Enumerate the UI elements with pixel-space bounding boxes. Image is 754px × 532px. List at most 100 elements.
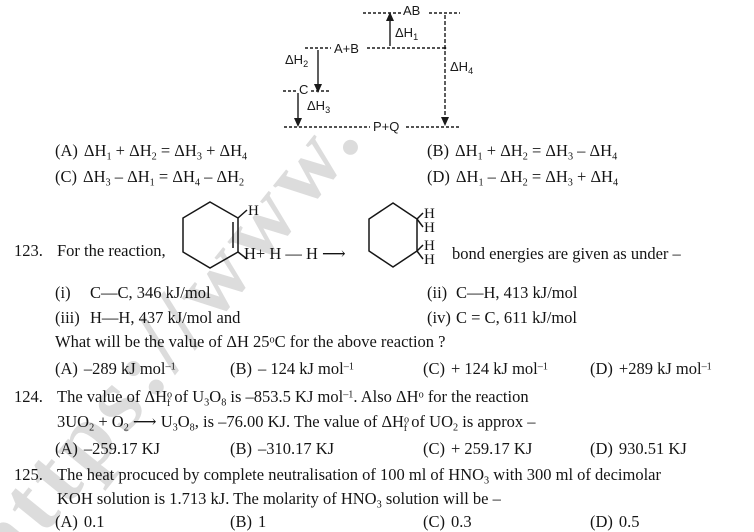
option-d-q123: (D) +289 kJ mol–1 — [590, 359, 712, 379]
option-text: 1 — [258, 512, 267, 531]
dh1-label: ΔH1 — [395, 25, 419, 43]
question-125-line1: The heat procuced by complete neutralisa… — [57, 465, 661, 487]
list-label: (iv) — [427, 308, 451, 327]
h-bond-bottom — [237, 251, 248, 260]
list-label: (i) — [55, 283, 71, 302]
option-label: (C) — [423, 512, 445, 531]
list-label: (iii) — [55, 308, 80, 327]
list-text: C = C, 611 kJ/mol — [456, 308, 578, 327]
option-text: –310.17 KJ — [258, 439, 335, 458]
option-c-q124: (C) + 259.17 KJ — [423, 439, 532, 459]
option-label: (D) — [590, 512, 613, 531]
ch2-h-label: H — [424, 220, 435, 236]
option-a-q125: (A)0.1 — [55, 512, 105, 532]
h-bond-top — [237, 209, 248, 219]
option-d-q125: (D) 0.5 — [590, 512, 640, 532]
level-label-p-plus-q: P+Q — [373, 119, 400, 134]
option-c-q123: (C) + 124 kJ mol–1 — [423, 359, 548, 379]
option-label: (C) — [423, 359, 445, 378]
option-label: (B) — [230, 359, 252, 378]
dh4-label: ΔH4 — [450, 59, 474, 77]
option-text: ΔH1 + ΔH2 = ΔH3 + ΔH4 — [83, 141, 248, 163]
bond-energy-item-ii: (ii) C—H, 413 kJ/mol — [427, 283, 577, 303]
option-text: ΔH3 – ΔH1 = ΔH4 – ΔH2 — [83, 167, 245, 189]
dh3-arrowhead — [294, 118, 302, 127]
option-label: (B) — [230, 439, 252, 458]
option-label: (D) — [590, 439, 613, 458]
option-b-q122: (B) ΔH1 + ΔH2 = ΔH3 – ΔH4 — [427, 141, 618, 163]
h-bond-3 — [416, 244, 424, 252]
option-label: (B) — [230, 512, 252, 531]
energy-diagram-lines — [283, 12, 461, 128]
dh2-label: ΔH2 — [285, 52, 309, 70]
dh3-label: ΔH3 — [307, 98, 331, 116]
junction-dot — [443, 46, 447, 50]
h-bond-1 — [416, 212, 424, 220]
option-text: ΔH1 + ΔH2 = ΔH3 – ΔH4 — [455, 141, 618, 163]
option-a-q123: (A) –289 kJ mol–1 — [55, 359, 176, 379]
ch2-h-label: H — [424, 238, 435, 254]
option-text: +289 kJ mol–1 — [618, 359, 712, 378]
question-123-intro: For the reaction, — [57, 241, 166, 260]
option-d-q122: (D) ΔH1 – ΔH2 = ΔH3 + ΔH4 — [427, 167, 619, 189]
option-label: (A) — [55, 512, 78, 531]
option-text: ΔH1 – ΔH2 = ΔH3 + ΔH4 — [455, 167, 619, 189]
option-text: –259.17 KJ — [83, 439, 160, 458]
reaction-reagent-text: H+ H — H ⟶ — [244, 244, 346, 263]
option-text: + 259.17 KJ — [451, 439, 533, 458]
question-123-prompt: What will be the value of ΔH 25oC for th… — [55, 332, 446, 351]
level-label-ab: AB — [403, 3, 421, 18]
question-123-tail: bond energies are given as under – — [452, 244, 681, 263]
option-text: –289 kJ mol–1 — [83, 359, 176, 378]
question-123-number: 123. — [14, 241, 43, 260]
option-label: (D) — [590, 359, 613, 378]
dh4-arrowhead — [441, 117, 449, 126]
option-b-q124: (B) –310.17 KJ — [230, 439, 334, 459]
option-text: 0.3 — [451, 512, 472, 531]
cyclohexane-ring — [368, 202, 418, 268]
option-text: 0.5 — [618, 512, 640, 531]
bond-energy-item-iii: (iii) H—H, 437 kJ/mol and — [55, 308, 240, 328]
option-c-q122: (C) ΔH3 – ΔH1 = ΔH4 – ΔH2 — [55, 167, 245, 189]
question-124-line2: 3UO2 + O2 ⟶ U3O8, is –76.00 KJ. The valu… — [57, 412, 536, 434]
option-a-q124: (A) –259.17 KJ — [55, 439, 160, 459]
ch2-h-label: H — [424, 252, 435, 268]
option-b-q125: (B) 1 — [230, 512, 266, 532]
list-text: C—H, 413 kJ/mol — [456, 283, 578, 302]
option-d-q124: (D) 930.51 KJ — [590, 439, 687, 459]
option-c-q125: (C) 0.3 — [423, 512, 472, 532]
option-b-q123: (B)– 124 kJ mol–1 — [230, 359, 354, 379]
level-label-a-plus-b: A+B — [334, 41, 359, 56]
option-label: (A) — [55, 439, 78, 458]
list-text: H—H, 437 kJ/mol and — [90, 308, 241, 327]
level-label-c: C — [299, 82, 309, 97]
option-label: (A) — [55, 141, 78, 160]
cyclohexene-ring — [182, 201, 239, 269]
option-label: (B) — [427, 141, 449, 160]
question-124-line1: The value of ΔHof of U3O8 is –853.5 KJ m… — [57, 387, 529, 409]
question-125-number: 125. — [14, 465, 43, 484]
dh1-arrowhead — [386, 12, 394, 21]
option-label: (C) — [423, 439, 445, 458]
dh2-arrowhead — [314, 84, 322, 93]
ch2-h-label: H — [424, 206, 435, 222]
h-bond-4 — [416, 250, 424, 260]
option-a-q122: (A) ΔH1 + ΔH2 = ΔH3 + ΔH4 — [55, 141, 248, 163]
option-label: (A) — [55, 359, 78, 378]
list-label: (ii) — [427, 283, 448, 302]
question-125-line2: KOH solution is 1.713 kJ. The molarity o… — [57, 489, 501, 511]
cyclohexene-structure: H — [181, 196, 261, 276]
option-label: (D) — [427, 167, 450, 186]
h-bond-2 — [416, 218, 424, 228]
option-text: 930.51 KJ — [618, 439, 687, 458]
option-text: + 124 kJ mol–1 — [451, 359, 548, 378]
question-124-number: 124. — [14, 387, 43, 406]
bond-energy-item-i: (i) C—C, 346 kJ/mol — [55, 283, 211, 303]
option-label: (C) — [55, 167, 77, 186]
energy-diagram: AB A+B C P+Q ΔH1 ΔH2 ΔH3 ΔH4 — [283, 2, 533, 140]
vinyl-h-label: H — [248, 203, 259, 219]
list-text: C—C, 346 kJ/mol — [90, 283, 211, 302]
bond-energy-item-iv: (iv) C = C, 611 kJ/mol — [427, 308, 577, 328]
